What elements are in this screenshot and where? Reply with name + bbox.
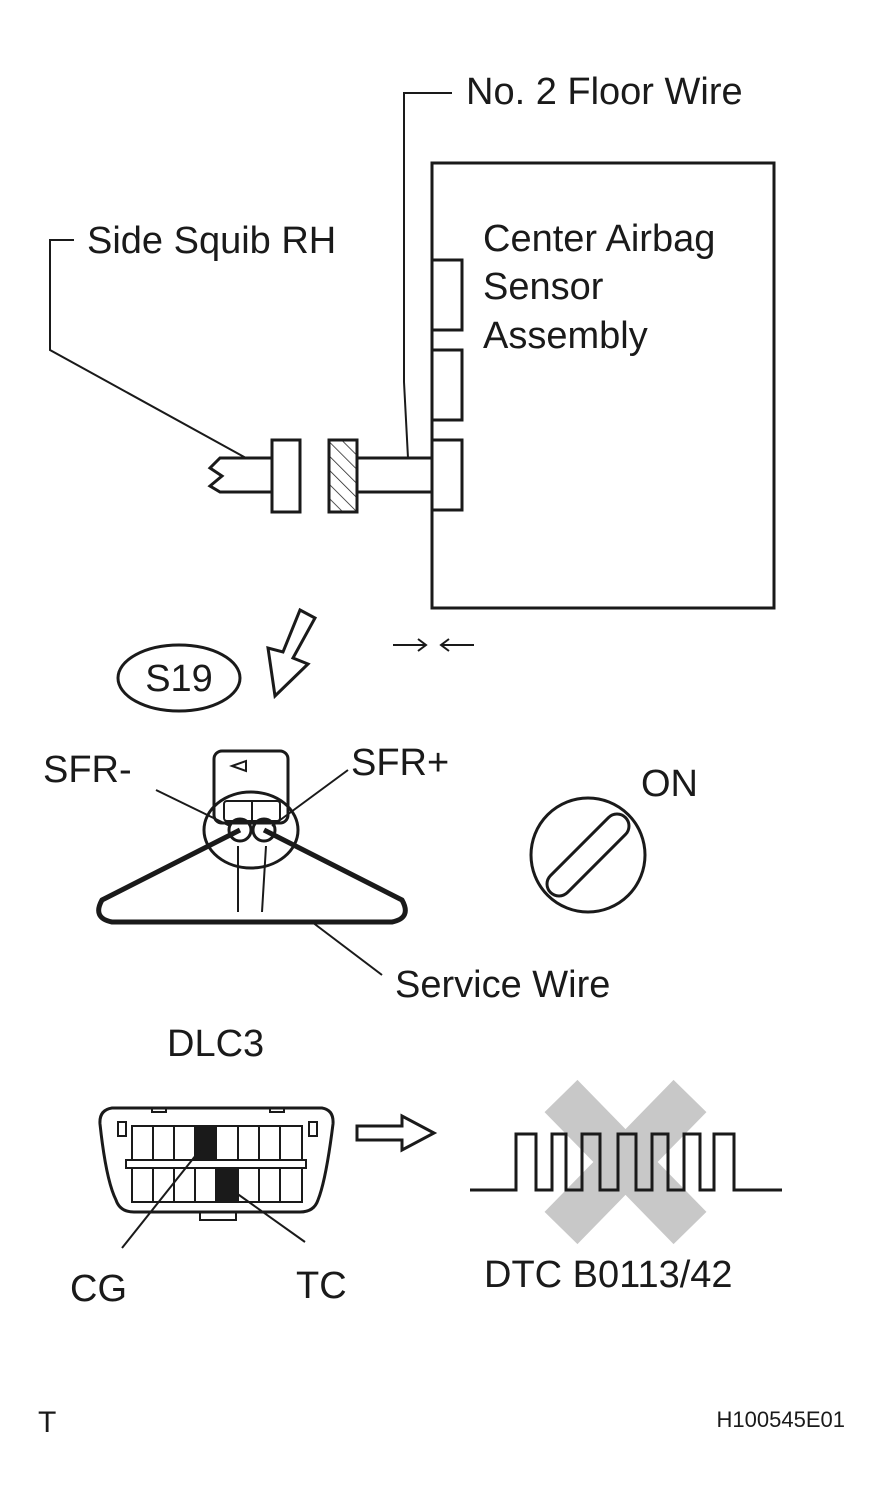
cg-label: CG xyxy=(70,1268,127,1310)
sensor-connector-3 xyxy=(430,438,464,512)
sensor-label-line3: Assembly xyxy=(483,315,648,357)
tc-label: TC xyxy=(296,1265,347,1307)
ignition-key-icon xyxy=(529,796,647,914)
side-squib-leader xyxy=(49,239,247,459)
connector-face xyxy=(202,790,300,870)
dlc-group: DLC3 xyxy=(70,1023,438,1310)
dlc3-pin-tc xyxy=(217,1168,237,1202)
sfr-minus-label: SFR- xyxy=(43,749,132,791)
ignition-group: ON xyxy=(529,763,698,914)
connector-notch xyxy=(229,759,247,773)
dlc3-center-bar xyxy=(125,1159,307,1169)
side-squib-wire xyxy=(207,456,272,494)
sfr-minus-leader xyxy=(155,789,231,827)
cg-leader xyxy=(121,1149,201,1249)
gap-arrows xyxy=(393,638,474,652)
dlc3-key-left xyxy=(117,1121,127,1137)
ignition-key-slot xyxy=(545,812,631,898)
service-wire-leader xyxy=(311,921,383,976)
ignition-label: ON xyxy=(641,763,698,805)
footer-left-mark: T xyxy=(38,1406,56,1439)
dtc-label: DTC B0113/42 xyxy=(484,1254,733,1296)
floor-wire-label: No. 2 Floor Wire xyxy=(466,71,743,113)
sensor-connector-1 xyxy=(430,258,464,332)
connector-harness xyxy=(237,845,267,913)
sensor-label-line1: Center Airbag xyxy=(483,218,715,260)
tc-leader xyxy=(231,1189,306,1243)
connector-id-ellipse xyxy=(116,643,242,713)
hollow-arrow-right-icon xyxy=(355,1113,438,1153)
sfr-plus-label: SFR+ xyxy=(351,742,449,784)
sfr-plus-leader xyxy=(271,769,349,827)
center-airbag-sensor-box xyxy=(430,161,776,610)
dlc3-pin-cg xyxy=(196,1126,216,1160)
sensor-label-line2: Sensor xyxy=(483,266,604,308)
dtc-pulse-waveform xyxy=(470,1132,782,1192)
service-wire-label: Service Wire xyxy=(395,964,610,1006)
x-cross-icon xyxy=(544,1079,707,1245)
figure-code: H100545E01 xyxy=(717,1407,845,1432)
sensor-wiring-group: No. 2 Floor Wire Side Squib RH Center Ai… xyxy=(49,71,776,652)
dlc3-upper-pins xyxy=(131,1125,303,1161)
connector-id-label: S19 xyxy=(145,658,213,700)
floor-wire-leader xyxy=(403,92,452,459)
dtc-group: DTC B0113/42 xyxy=(470,1079,782,1296)
service-wire-loop xyxy=(96,827,408,925)
dlc3-connector xyxy=(98,1106,335,1214)
floor-wire xyxy=(357,456,432,494)
connector-group: S19 SFR- SFR+ Service Wire xyxy=(43,607,610,1006)
dlc3-key-right xyxy=(308,1121,318,1137)
side-squib-label: Side Squib RH xyxy=(87,220,336,262)
sensor-connector-2 xyxy=(430,348,464,422)
terminal-sfr-plus xyxy=(251,817,277,843)
dlc-label: DLC3 xyxy=(167,1023,264,1065)
terminal-sfr-minus xyxy=(227,817,253,843)
squib-connector-body xyxy=(212,749,290,825)
side-squib-connector xyxy=(270,438,302,514)
dlc3-top-ridge xyxy=(151,1108,285,1113)
dlc3-bottom-tab xyxy=(199,1212,237,1221)
hollow-arrow-down-left-icon xyxy=(266,607,318,700)
floor-wire-connector xyxy=(327,438,359,514)
